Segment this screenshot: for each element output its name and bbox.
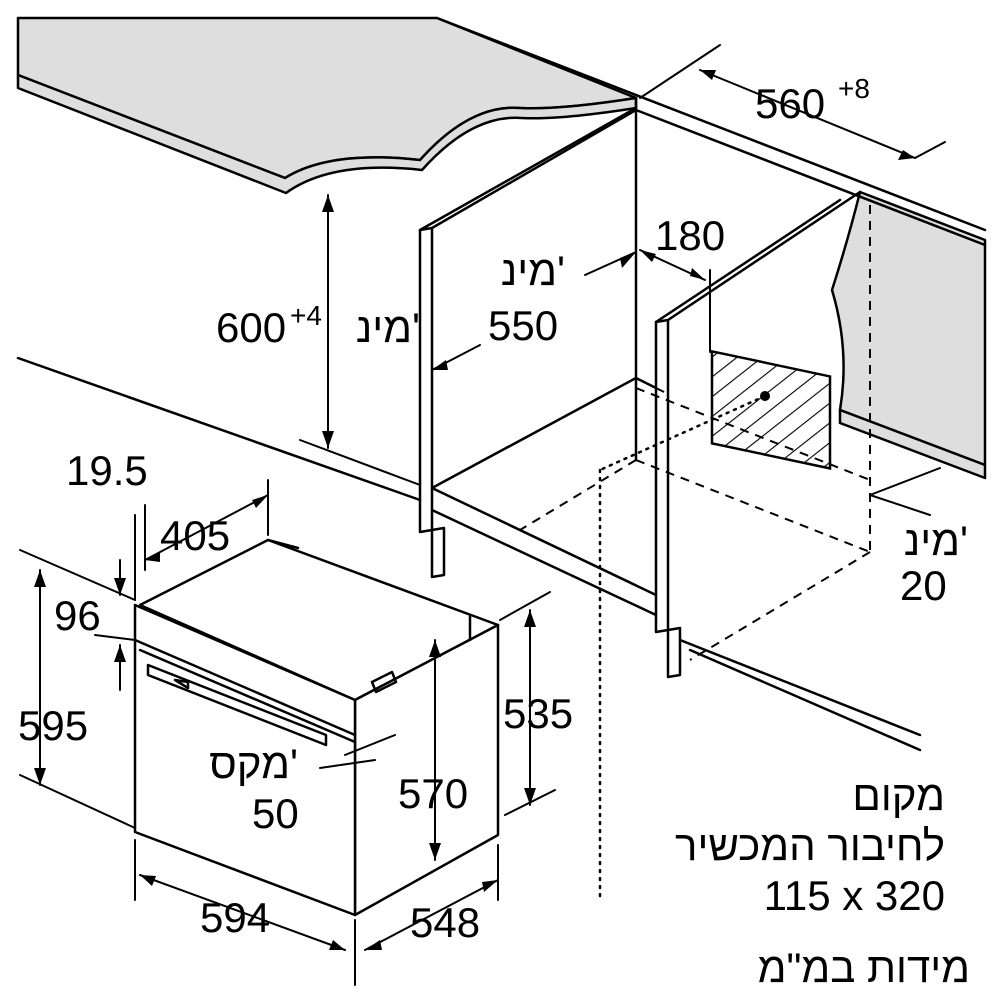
dim-niche-depth: 550 — [488, 302, 558, 349]
dim-total-width: 594 — [200, 894, 270, 941]
notes: מקום לחיבור המכשיר 115 x 320 מידות במ"מ — [675, 772, 970, 991]
dim-vent-depth: 180 — [655, 212, 725, 259]
dim-min-label-height: מינ' — [356, 304, 420, 351]
cabinet — [16, 16, 987, 752]
note-connection-line2: לחיבור המכשיר — [675, 822, 945, 869]
dim-total-depth: 548 — [410, 899, 480, 946]
dim-min-label-depth: מינ' — [501, 247, 565, 294]
dim-opening-width-tol: +8 — [838, 73, 870, 104]
worktop-left — [16, 16, 638, 195]
dim-opening-width: 560 — [755, 80, 825, 127]
connection-box — [598, 269, 832, 902]
dim-max-label: מקס' — [209, 740, 298, 787]
dim-body-height: 535 — [503, 690, 573, 737]
arrowheads — [34, 70, 915, 950]
dim-depth-top: 405 — [160, 512, 230, 559]
dim-opening-height: 600 — [216, 304, 286, 351]
dim-total-height: 595 — [18, 702, 88, 749]
note-connection-line1: מקום — [852, 772, 945, 819]
note-units: מידות במ"מ — [758, 944, 970, 991]
dim-opening-height-tol: +4 — [290, 300, 322, 331]
oven — [133, 538, 500, 917]
dim-panel-height: 96 — [54, 592, 101, 639]
dimension-labels: 560 +8 מינ' 600 +4 מינ' 550 180 מינ' 20 … — [18, 73, 968, 946]
dimension-lines — [19, 44, 946, 986]
dim-door-height: 570 — [398, 770, 468, 817]
dim-min-label-gap: מינ' — [904, 517, 968, 564]
note-connection-size: 115 x 320 — [764, 872, 945, 919]
dim-top-offset: 19.5 — [66, 447, 148, 494]
dim-front-gap: 20 — [900, 562, 947, 609]
dim-max-gap: 50 — [252, 790, 299, 837]
